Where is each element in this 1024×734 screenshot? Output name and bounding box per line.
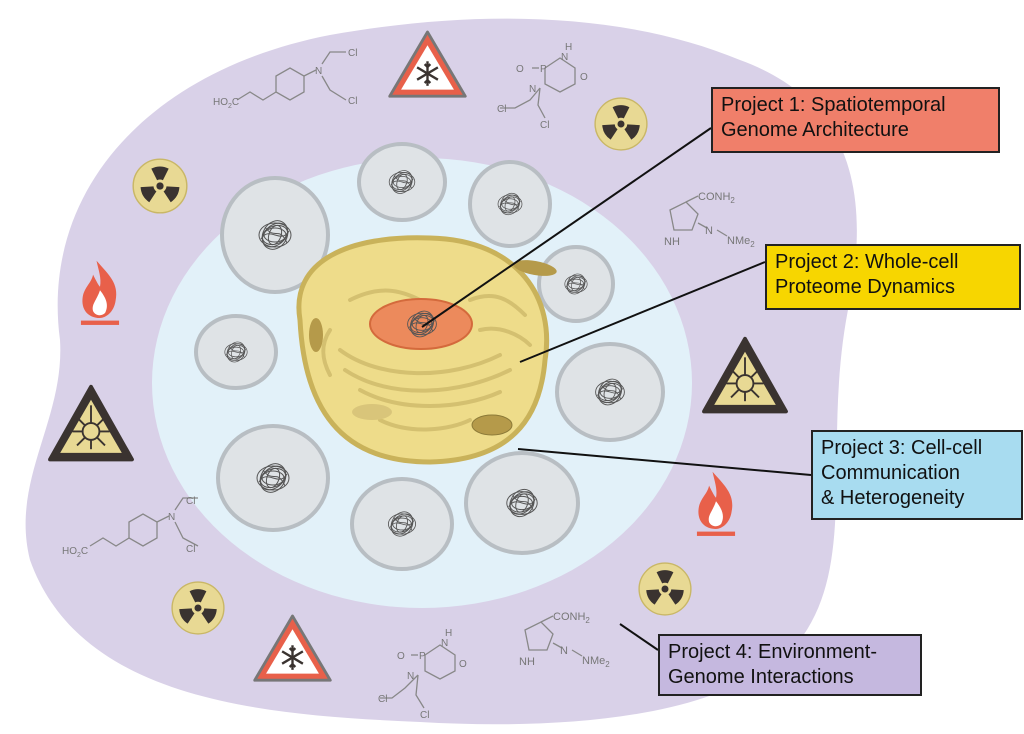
- small-cell: [220, 176, 330, 294]
- small-cell: [537, 245, 615, 323]
- chem-label: Cl: [186, 544, 195, 555]
- small-cell: [555, 342, 665, 442]
- chem-label: N: [315, 66, 322, 77]
- chemical-structure-cyclophosphamide: [380, 644, 456, 709]
- project-4-label: Project 4: Environment- Genome Interacti…: [658, 634, 922, 696]
- chem-label: HO2C: [213, 97, 239, 110]
- chem-label: Cl: [348, 96, 357, 107]
- small-cell: [194, 314, 278, 390]
- chem-label: Cl: [497, 104, 506, 115]
- small-cell: [216, 424, 330, 532]
- radiation-hazard-icon: [638, 562, 692, 616]
- radiation-hazard-icon: [171, 581, 225, 635]
- central-cell: [296, 235, 557, 465]
- chem-label: O: [459, 659, 467, 670]
- chem-label: Cl: [186, 496, 195, 507]
- project-1-label: Project 1: Spatiotemporal Genome Archite…: [711, 87, 1000, 153]
- connector-line-project-1: [421, 127, 712, 328]
- chem-label: Cl: [348, 48, 357, 59]
- chem-label: O: [516, 64, 524, 75]
- chem-label: Cl: [378, 694, 387, 705]
- connector-line-project-3: [517, 448, 812, 476]
- chem-label: N: [561, 52, 568, 63]
- chem-label: N: [441, 638, 448, 649]
- small-cell: [468, 160, 552, 248]
- chem-label: N: [560, 645, 568, 657]
- chem-label: H: [445, 628, 452, 639]
- chem-label: NMe2: [582, 655, 610, 669]
- chemical-structure-dacarbazine: [669, 195, 728, 237]
- chem-label: CONH2: [698, 191, 735, 205]
- project-3-label: Project 3: Cell-cell Communication & Het…: [811, 430, 1023, 520]
- chem-label: CONH2: [553, 611, 590, 625]
- chemical-structure-chlorambucil: [89, 497, 199, 547]
- chem-label: O: [580, 72, 588, 83]
- connector-line-project-4: [619, 623, 659, 651]
- chem-label: H: [565, 42, 572, 53]
- chem-label: P: [419, 651, 426, 662]
- chem-label: O: [397, 651, 405, 662]
- chem-label: N: [705, 225, 713, 237]
- chem-label: Cl: [540, 120, 549, 131]
- small-cell: [464, 451, 580, 555]
- small-cell: [357, 142, 447, 222]
- nucleus: [369, 298, 473, 350]
- chemical-structure-dacarbazine: [524, 615, 583, 657]
- chem-label: HO2C: [62, 546, 88, 559]
- chemical-structure-cyclophosphamide: [500, 57, 576, 119]
- chem-label: N: [168, 512, 175, 523]
- chem-label: N: [529, 84, 536, 95]
- radiation-hazard-icon: [132, 158, 188, 214]
- chem-label: N: [407, 671, 414, 682]
- chemical-structure-chlorambucil: [236, 51, 347, 101]
- chem-label: NMe2: [727, 235, 755, 249]
- chem-label: NH: [664, 236, 680, 248]
- chem-label: NH: [519, 656, 535, 668]
- project-2-label: Project 2: Whole-cell Proteome Dynamics: [765, 244, 1021, 310]
- chem-label: Cl: [420, 710, 429, 721]
- small-cell: [350, 477, 454, 571]
- radiation-hazard-icon: [594, 97, 648, 151]
- chem-label: P: [540, 64, 547, 75]
- connector-line-project-2: [519, 261, 766, 363]
